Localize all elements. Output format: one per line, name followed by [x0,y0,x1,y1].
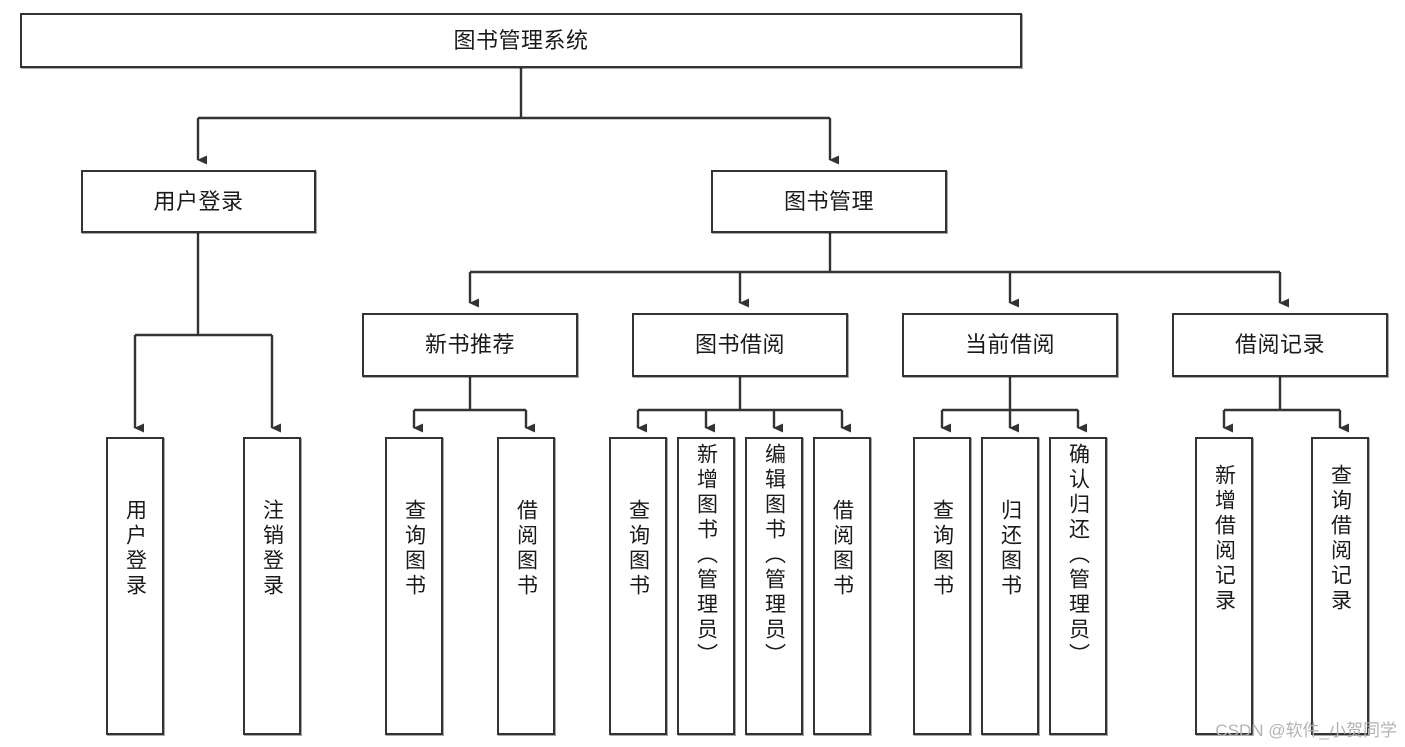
leaf-label: 注销登录 [260,499,284,599]
leaf-label: 查询借阅记录 [1328,464,1352,614]
node-new-book-recommend[interactable]: 新书推荐 [362,313,578,377]
node-label: 新书推荐 [424,332,515,358]
leaf-user-login-login[interactable]: 用户登录 [106,437,164,735]
leaf-current-confirm-return-admin[interactable]: 确认归还（管理员） [1049,437,1107,735]
leaf-label: 查询图书 [930,499,954,599]
node-label: 图书借阅 [694,332,785,358]
node-book-borrow[interactable]: 图书借阅 [632,313,848,377]
node-label: 图书管理 [783,188,874,214]
leaf-label: 编辑图书（管理员） [762,443,786,668]
leaf-label: 借阅图书 [830,499,854,599]
leaf-current-return-book[interactable]: 归还图书 [981,437,1039,735]
node-label: 借阅记录 [1234,332,1325,358]
leaf-record-query-record[interactable]: 查询借阅记录 [1311,437,1369,735]
node-label: 图书管理系统 [453,27,589,53]
leaf-label: 查询图书 [626,499,650,599]
leaf-label: 确认归还（管理员） [1066,443,1090,668]
node-label: 用户登录 [153,188,244,214]
leaf-borrow-borrow-book[interactable]: 借阅图书 [813,437,871,735]
leaf-label: 用户登录 [123,499,147,599]
leaf-current-query-book[interactable]: 查询图书 [913,437,971,735]
node-current-borrow[interactable]: 当前借阅 [902,313,1118,377]
node-borrow-record[interactable]: 借阅记录 [1172,313,1388,377]
leaf-label: 借阅图书 [514,499,538,599]
node-label: 当前借阅 [964,332,1055,358]
leaf-new-book-query[interactable]: 查询图书 [385,437,443,735]
leaf-label: 新增图书（管理员） [694,443,718,668]
leaf-borrow-add-book-admin[interactable]: 新增图书（管理员） [677,437,735,735]
leaf-borrow-query-book[interactable]: 查询图书 [609,437,667,735]
node-root-system[interactable]: 图书管理系统 [20,13,1022,68]
node-user-login[interactable]: 用户登录 [81,170,316,233]
leaf-user-login-logout[interactable]: 注销登录 [243,437,301,735]
leaf-label: 新增借阅记录 [1212,464,1236,614]
leaf-new-book-borrow[interactable]: 借阅图书 [497,437,555,735]
leaf-record-add-record[interactable]: 新增借阅记录 [1195,437,1253,735]
leaf-borrow-edit-book-admin[interactable]: 编辑图书（管理员） [745,437,803,735]
node-book-management[interactable]: 图书管理 [711,170,947,233]
leaf-label: 查询图书 [402,499,426,599]
leaf-label: 归还图书 [998,499,1022,599]
